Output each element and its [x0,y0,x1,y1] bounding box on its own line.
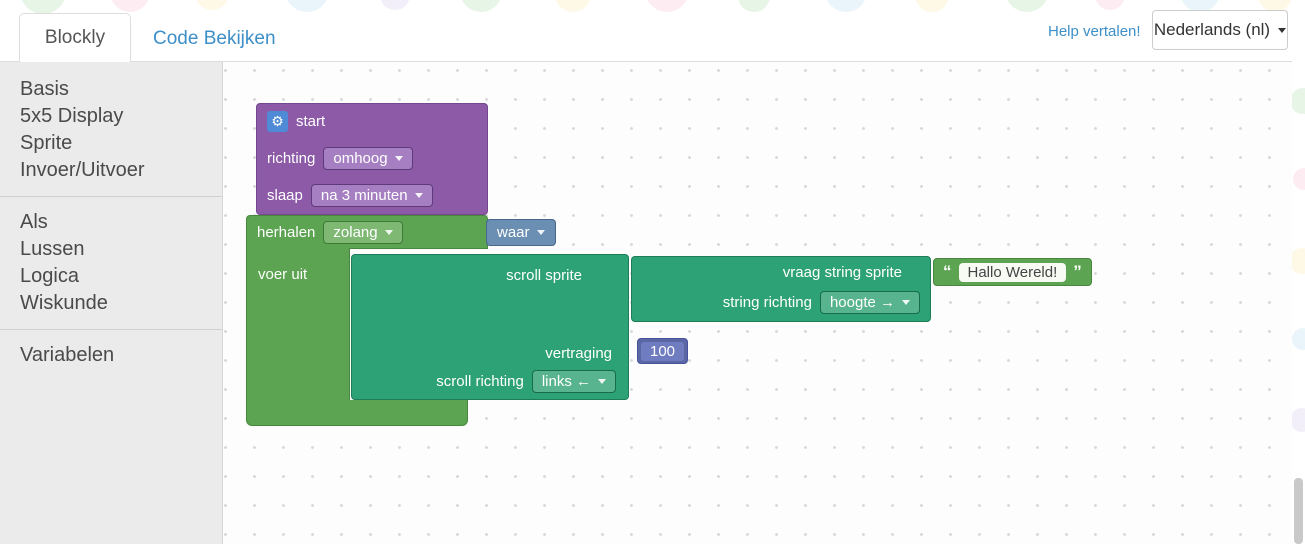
slaap-label: slaap [267,187,303,204]
quote-open-icon: “ [943,262,952,281]
toolbox: Basis 5x5 Display Sprite Invoer/Uitvoer … [0,62,223,544]
string-richting-dropdown[interactable]: hoogte → [819,291,920,314]
caret-down-icon [1278,27,1287,33]
toolbox-item-als[interactable]: Als [20,211,48,233]
toolbox-group-3: Variabelen [0,330,222,381]
decorative-blob [825,0,867,12]
block-text-hallo-wereld[interactable]: “ Hallo Wereld! ” [933,258,1092,286]
block-number-100[interactable]: 100 [637,338,689,364]
decorative-blob [380,0,410,10]
toolbox-item-invoer-uitvoer[interactable]: Invoer/Uitvoer [20,159,145,181]
block-start[interactable]: ⚙ start richting omhoog slaap na 3 minut… [256,103,488,215]
block-start-title: start [296,113,326,130]
dropdown-arrow-icon [536,230,545,235]
tab-blockly-label: Blockly [44,27,106,48]
decorative-blob [915,0,949,12]
block-vraag-string-sprite[interactable]: vraag string sprite string richting hoog… [631,256,931,322]
richting-dropdown[interactable]: omhoog [323,146,413,170]
richting-label: richting [267,149,316,167]
decorative-blob [1292,328,1305,350]
toolbox-item-variabelen[interactable]: Variabelen [20,344,115,366]
toolbox-item-basis[interactable]: Basis [20,78,69,100]
tab-code-bekijken[interactable]: Code Bekijken [153,28,276,50]
decorative-blob [1289,248,1305,274]
toolbox-item-lussen[interactable]: Lussen [20,238,85,260]
toolbox-item-sprite[interactable]: Sprite [20,132,73,154]
decorative-blob [110,0,150,12]
toolbox-group-1: Basis 5x5 Display Sprite Invoer/Uitvoer [0,62,222,197]
dropdown-arrow-icon [394,155,403,161]
language-selector[interactable]: Nederlands (nl) [1152,10,1288,50]
block-herhalen-header[interactable]: herhalen zolang [246,215,488,249]
scroll-richting-label: scroll richting [436,373,524,390]
decorative-blob [1095,0,1125,10]
vertraging-label: vertraging [545,345,612,362]
language-selector-label: Nederlands (nl) [1153,20,1271,39]
dropdown-arrow-icon [414,193,423,198]
scroll-sprite-label: scroll sprite [506,267,582,284]
block-waar[interactable]: waar [486,219,556,246]
dropdown-arrow-icon [902,300,910,305]
slaap-dropdown[interactable]: na 3 minuten [310,184,433,207]
decorative-blob [1258,0,1292,12]
voer-uit-label: voer uit [258,266,308,283]
toolbox-item-logica[interactable]: Logica [20,265,79,287]
toolbox-group-2: Als Lussen Logica Wiskunde [0,197,222,330]
tab-code-label: Code Bekijken [153,28,276,49]
block-herhalen-bottom[interactable] [246,400,468,426]
block-herhalen-spine[interactable]: voer uit [246,248,350,400]
decorative-blob [1180,0,1220,12]
decorative-blob [738,0,770,12]
decorative-blob [1293,168,1305,190]
scroll-richting-dropdown[interactable]: links ← [531,370,616,393]
string-richting-label: string richting [722,294,812,311]
text-input-field[interactable]: Hallo Wereld! [958,262,1067,282]
dropdown-arrow-icon [384,229,393,235]
decorative-blob [460,0,502,12]
toolbox-item-wiskunde[interactable]: Wiskunde [20,292,108,314]
help-translate-label: Help vertalen! [1048,23,1141,40]
decorative-blob [195,0,229,10]
decorative-blob [285,0,329,12]
decorative-blob [1290,88,1305,114]
number-input-field[interactable]: 100 [641,341,685,361]
toolbox-item-5x5-display[interactable]: 5x5 Display [20,105,124,127]
decorative-blob [555,0,591,12]
page-scrollbar-thumb[interactable] [1294,478,1303,544]
header-divider [0,61,1292,62]
workspace[interactable]: ⚙ start richting omhoog slaap na 3 minut… [223,62,1292,544]
decorative-blob [20,0,66,14]
tab-blockly[interactable]: Blockly [19,13,131,62]
quote-close-icon: ” [1073,262,1082,281]
decorative-blob [1290,408,1305,432]
decorative-blob [645,0,689,12]
dropdown-arrow-icon [598,379,606,384]
gear-icon[interactable]: ⚙ [267,111,288,132]
vraag-string-label: vraag string sprite [782,264,902,281]
herhalen-mode-dropdown[interactable]: zolang [323,220,403,244]
help-translate-link[interactable]: Help vertalen! [1048,23,1141,40]
decorative-blob [1005,0,1049,12]
herhalen-label: herhalen [257,223,316,241]
block-scroll-sprite[interactable]: scroll sprite vertraging scroll richting… [351,254,629,400]
